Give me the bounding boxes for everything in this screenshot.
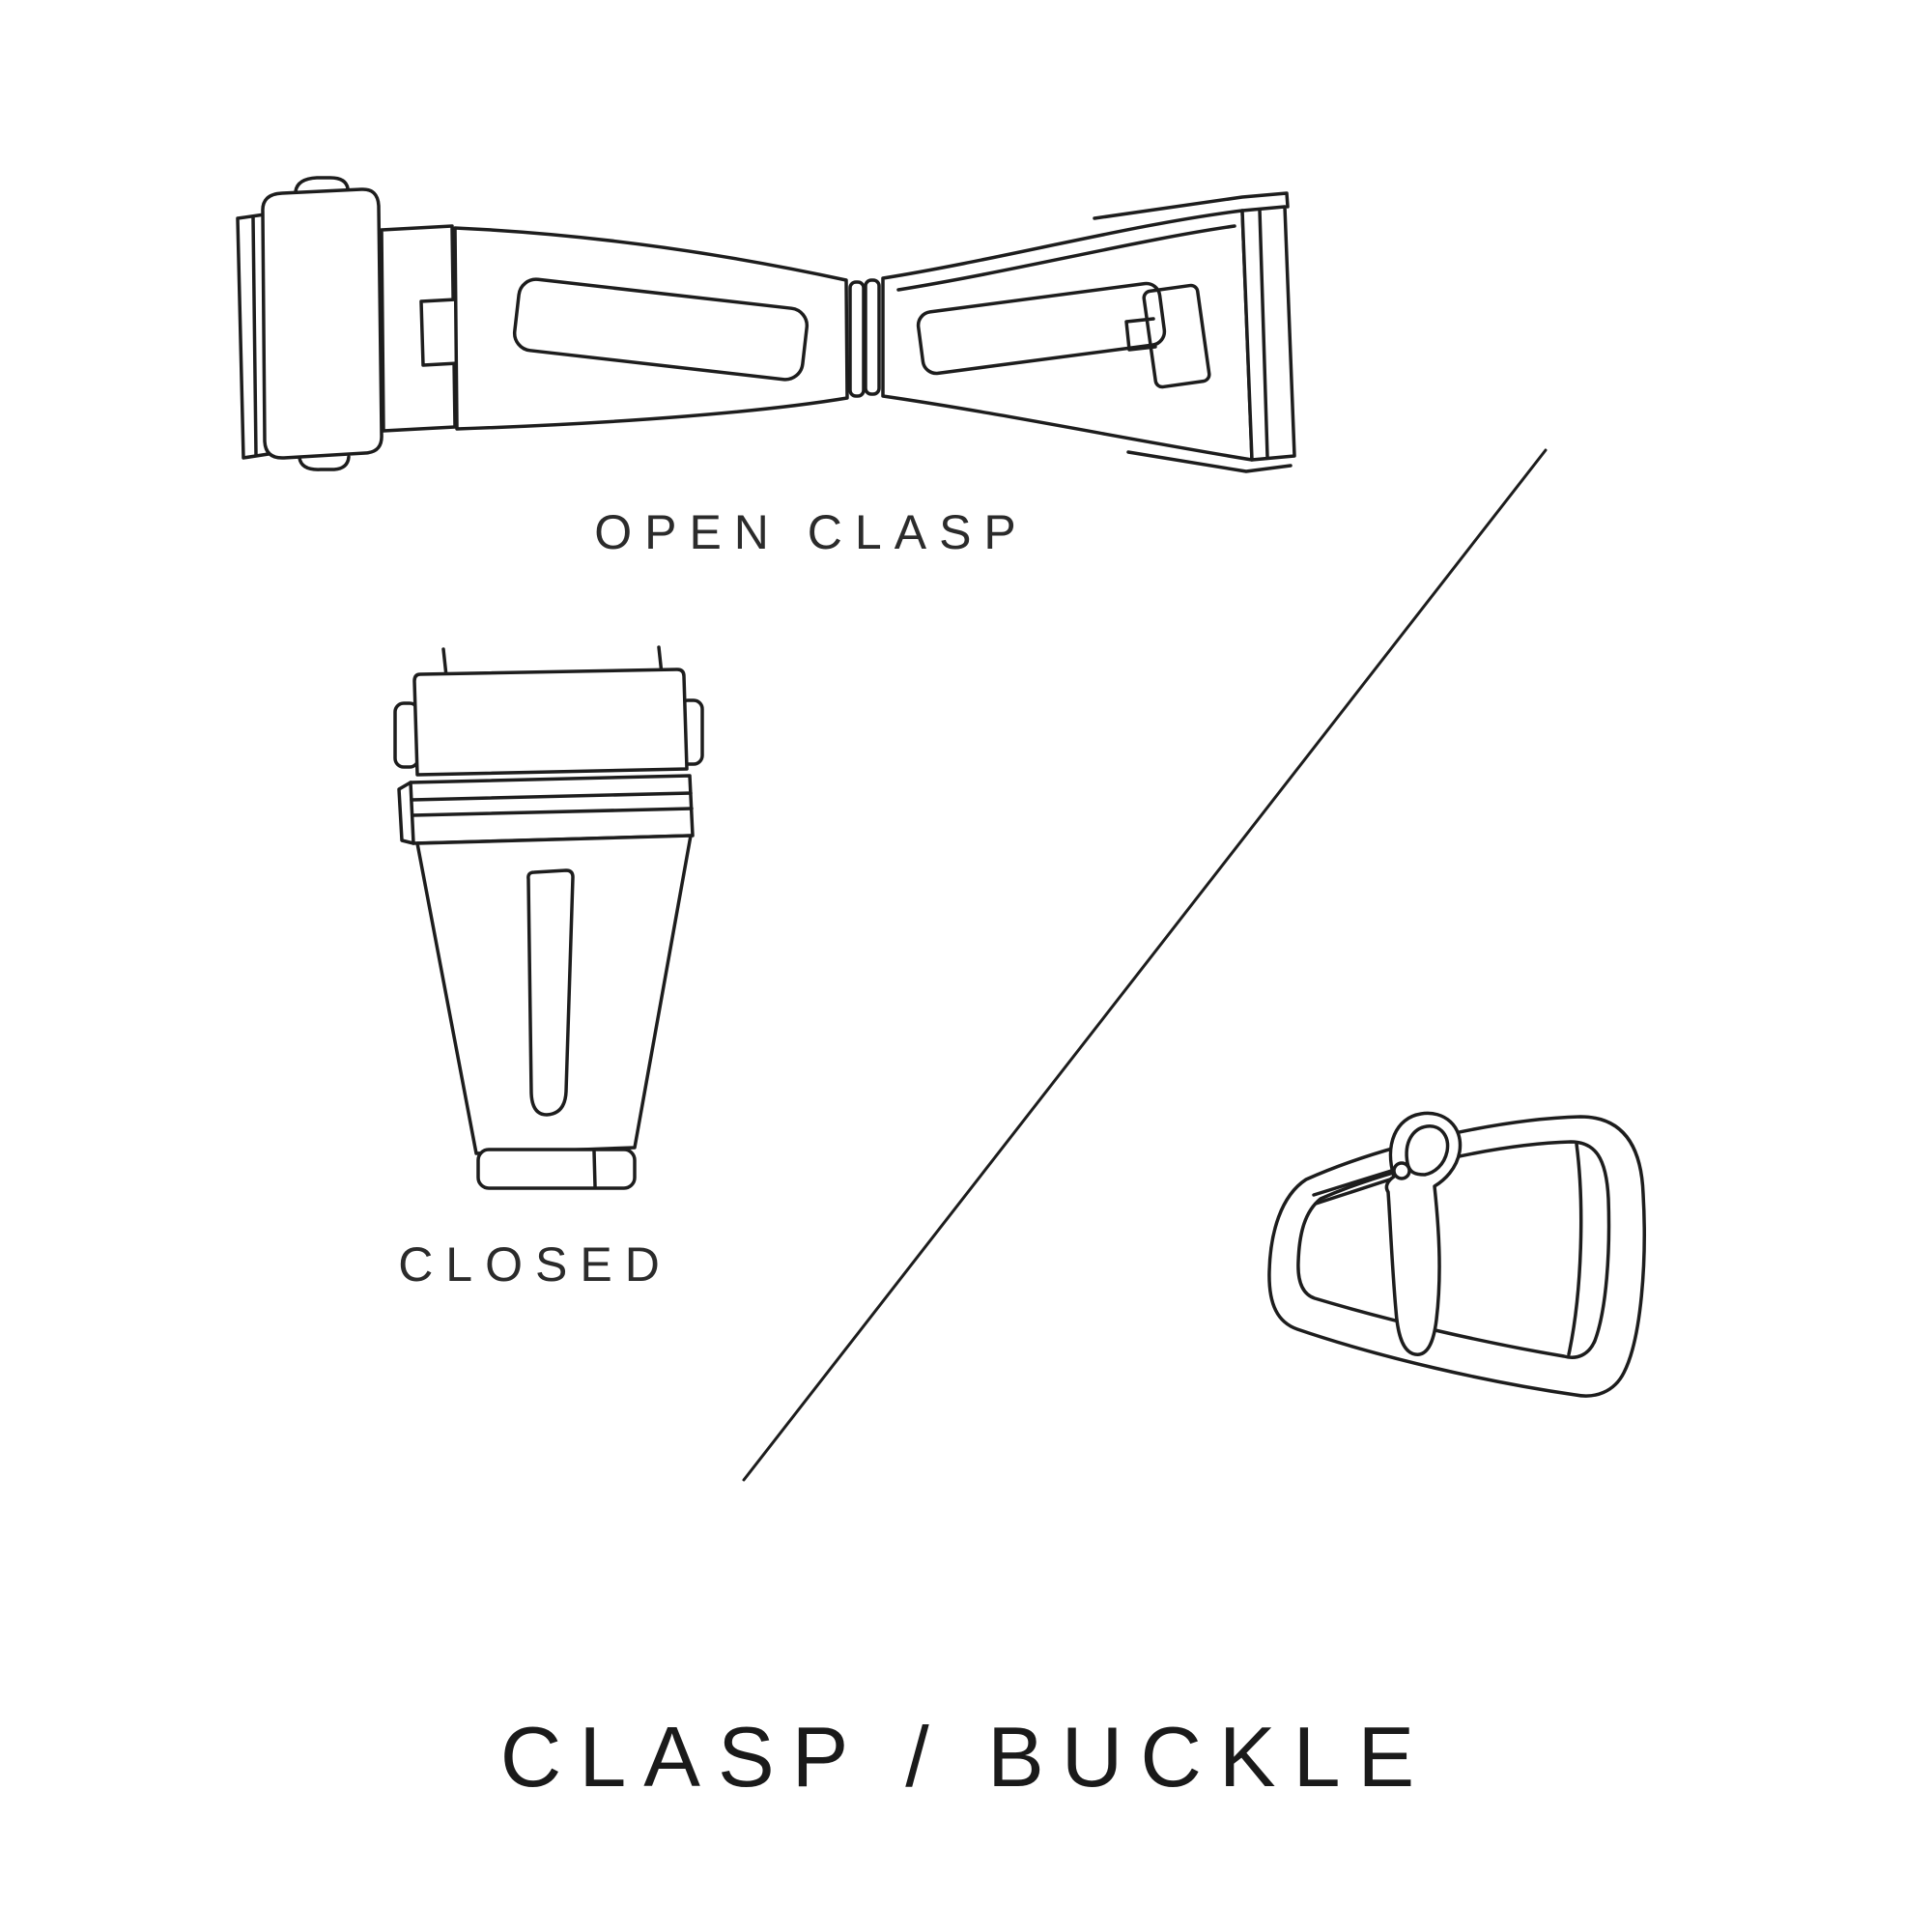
clasp-hinge	[848, 280, 866, 398]
closed-clasp-label: CLOSED	[398, 1237, 672, 1292]
clasp-bracket	[380, 224, 457, 433]
page-title: CLASP / BUCKLE	[499, 1709, 1433, 1804]
closed-clasp-body	[415, 834, 693, 1155]
open-clasp-illustration	[236, 176, 1296, 473]
open-clasp-label: OPEN CLASP	[594, 505, 1029, 559]
tang-buckle-illustration	[1267, 1111, 1646, 1398]
buckle-pin-coil	[1392, 1161, 1411, 1180]
closed-clasp-top	[412, 668, 689, 777]
clasp-left-arm	[453, 226, 849, 431]
clasp-end-link	[1240, 205, 1296, 462]
clasp-cover	[261, 187, 384, 460]
buckle-pin	[1312, 1166, 1403, 1197]
clasp-right-arm	[881, 209, 1254, 462]
closed-clasp-band	[409, 774, 695, 845]
closed-clasp-illustration	[393, 645, 704, 1190]
closed-clasp-foot	[476, 1148, 637, 1190]
